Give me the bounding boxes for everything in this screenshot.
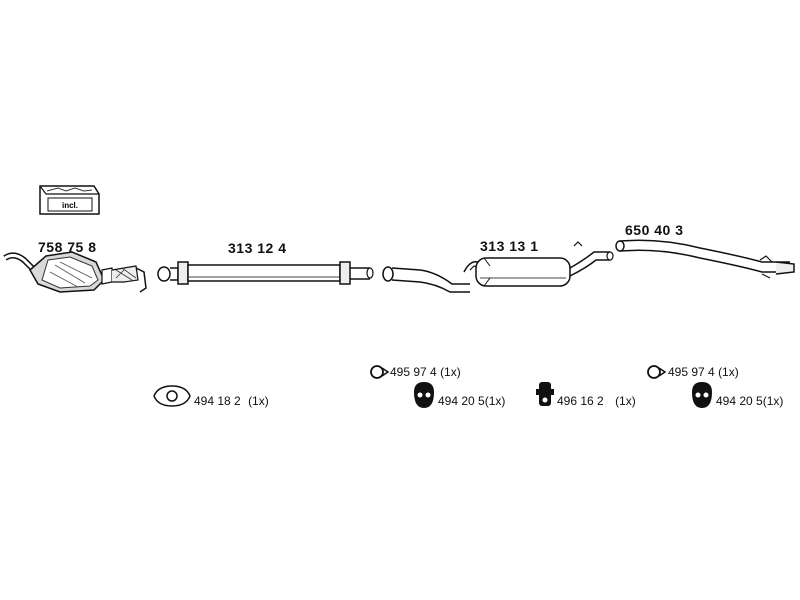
mounting-kit-box-icon: incl.	[39, 185, 100, 215]
rubber-mount-icon	[692, 382, 712, 408]
rear-silencer-number: 313 13 1	[480, 238, 539, 254]
rubber-mount-icon	[414, 382, 434, 408]
rubber-mount-right-label: 494 20 5(1x)	[716, 394, 783, 408]
rubber-mount-left-number: 494 20 5	[438, 394, 485, 408]
clamp-left-qty: (1x)	[440, 365, 461, 379]
clamp-icon	[370, 365, 390, 379]
rear-silencer-part[interactable]	[382, 241, 614, 293]
rubber-mount-left-qty: (1x)	[484, 394, 506, 408]
catalytic-converter-part[interactable]	[3, 251, 147, 293]
tail-pipe-part[interactable]	[615, 239, 795, 279]
clamp-icon	[647, 365, 667, 379]
clamp-right-label: 495 97 4 (1x)	[668, 365, 739, 379]
front-silencer-part[interactable]	[157, 261, 374, 285]
clamp-left-label: 495 97 4 (1x)	[390, 365, 461, 379]
hanger-qty: (1x)	[615, 394, 636, 408]
front-silencer-number: 313 12 4	[228, 240, 287, 256]
hanger-label: 496 16 2 (1x)	[557, 394, 636, 408]
gasket-label: 494 18 2 (1x)	[194, 394, 269, 408]
clamp-left-number: 495 97 4	[390, 365, 437, 379]
clamp-right-qty: (1x)	[718, 365, 739, 379]
gasket-number: 494 18 2	[194, 394, 241, 408]
kit-incl-label: incl.	[62, 201, 78, 210]
gasket-icon	[153, 385, 191, 407]
rubber-mount-left-label: 494 20 5(1x)	[438, 394, 505, 408]
catalytic-converter-number: 758 75 8	[38, 239, 97, 255]
hanger-number: 496 16 2	[557, 394, 604, 408]
gasket-qty: (1x)	[248, 394, 269, 408]
tail-pipe-number: 650 40 3	[625, 222, 684, 238]
hanger-icon	[536, 382, 554, 406]
rubber-mount-right-number: 494 20 5	[716, 394, 763, 408]
clamp-right-number: 495 97 4	[668, 365, 715, 379]
rubber-mount-right-qty: (1x)	[762, 394, 784, 408]
